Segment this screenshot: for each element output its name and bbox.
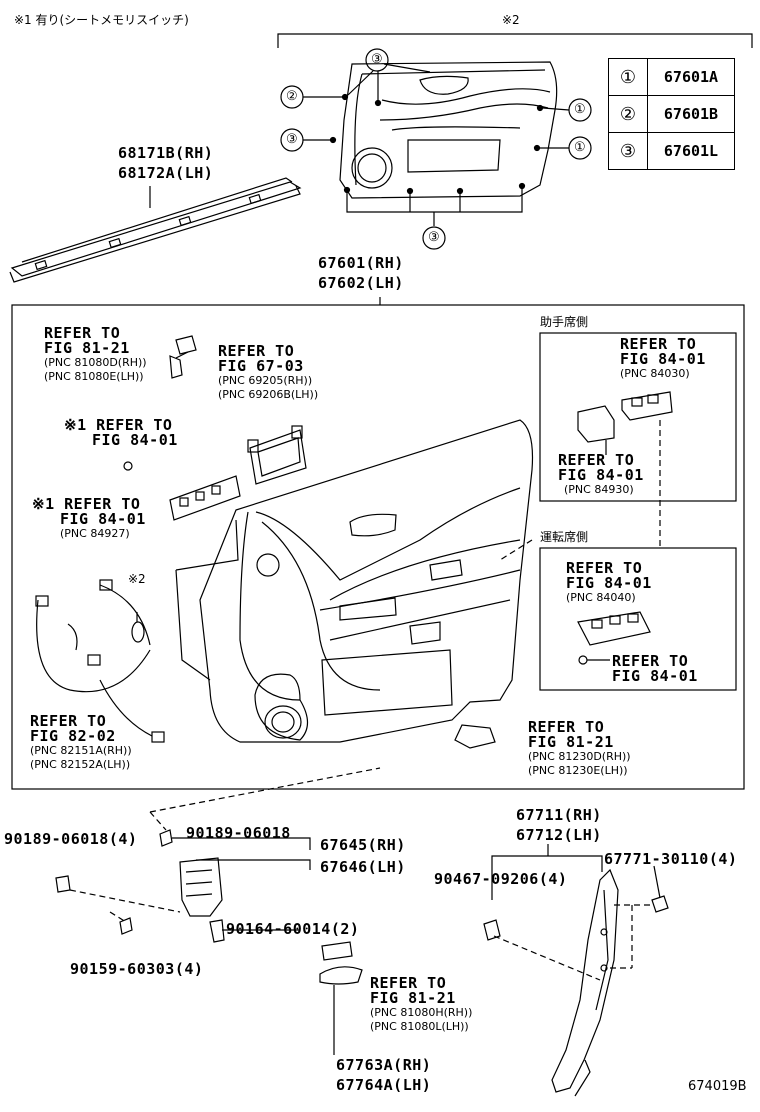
ref10-line1: REFER TO — [612, 652, 689, 670]
part-90159: 90159-60303(4) — [70, 960, 204, 978]
ref4-line1: ※1 REFER TO — [32, 495, 141, 513]
part-90467: 90467-09206(4) — [434, 870, 568, 888]
ref4-line2: FIG 84-01 — [60, 510, 146, 528]
ref3-line1: ※1 REFER TO — [64, 416, 173, 434]
callout-1-upper: ① — [574, 102, 586, 117]
legend-num: ③ — [608, 132, 648, 170]
ref2-pnc1: (PNC 69205(RH)) — [218, 374, 313, 387]
mark2-top: ※2 — [502, 13, 520, 27]
ref5-pnc2: (PNC 82152A(LH)) — [30, 758, 131, 771]
header-note: ※1 有り(シートメモリスイッチ) — [14, 13, 189, 27]
part-67712: 67712(LH) — [516, 826, 602, 844]
ref2-line1: REFER TO — [218, 342, 295, 360]
callout-2-left: ② — [286, 89, 298, 104]
part-67711: 67711(RH) — [516, 806, 602, 824]
handle-67763-drawing — [319, 941, 363, 1055]
part-67771: 67771-30110(4) — [604, 850, 738, 868]
ref1-line1: REFER TO — [44, 324, 121, 342]
ref11-line1: REFER TO — [370, 974, 447, 992]
ref11-pnc2: (PNC 81080L(LH)) — [370, 1020, 469, 1033]
legend-table: ① 67601A ② 67601B ③ 67601L — [608, 58, 735, 170]
ref8-line2: FIG 84-01 — [558, 466, 644, 484]
door-trim-small-drawing — [329, 61, 558, 199]
ref6-line2: FIG 81-21 — [528, 733, 614, 751]
ref8-pnc: (PNC 84930) — [564, 483, 634, 496]
callout-leaders-top — [280, 48, 592, 250]
driver-box — [539, 547, 737, 691]
part-67645: 67645(RH) — [320, 836, 406, 854]
ref2-pnc2: (PNC 69206B(LH)) — [218, 388, 319, 401]
left-components-drawing — [35, 335, 307, 743]
ref9-line2: FIG 84-01 — [566, 574, 652, 592]
ref1-line2: FIG 81-21 — [44, 339, 130, 357]
ref6-pnc1: (PNC 81230D(RH)) — [528, 750, 631, 763]
passenger-side-label: 助手席側 — [540, 315, 589, 329]
top-bracket — [277, 33, 753, 48]
driver-side-label: 運転席側 — [540, 530, 589, 544]
ref5-line2: FIG 82-02 — [30, 727, 116, 745]
rail-68171-drawing — [9, 177, 302, 283]
callout-3-bottom: ③ — [428, 230, 440, 245]
legend-row: ② 67601B — [608, 95, 735, 133]
ref7-pnc: (PNC 84030) — [620, 367, 690, 380]
driver-switch-drawing — [577, 611, 651, 665]
legend-part: 67601L — [647, 132, 735, 170]
ref1-pnc1: (PNC 81080D(RH)) — [44, 356, 147, 369]
callout-3-left: ③ — [286, 132, 298, 147]
mark2-mid: ※2 — [128, 572, 146, 586]
armrest-67711-drawing — [483, 868, 669, 1097]
ref6-pnc2: (PNC 81230E(LH)) — [528, 764, 628, 777]
callout-1-lower: ① — [574, 140, 586, 155]
legend-row: ③ 67601L — [608, 132, 735, 170]
ref5-pnc1: (PNC 82151A(RH)) — [30, 744, 132, 757]
part-67646: 67646(LH) — [320, 858, 406, 876]
callout-3-top: ③ — [371, 52, 383, 67]
part-90164: 90164-60014(2) — [226, 920, 360, 938]
ref1-pnc2: (PNC 81080E(LH)) — [44, 370, 144, 383]
ref9-line1: REFER TO — [566, 559, 643, 577]
figure-id: 674019B — [688, 1079, 747, 1094]
ref4-pnc: (PNC 84927) — [60, 527, 130, 540]
bracket-81230-drawing — [454, 724, 496, 749]
ref3-line2: FIG 84-01 — [92, 431, 178, 449]
ref8-line1: REFER TO — [558, 451, 635, 469]
main-frame — [11, 304, 745, 790]
bracket-67645-drawing — [55, 829, 225, 943]
ref6-line1: REFER TO — [528, 718, 605, 736]
part-67764a: 67764A(LH) — [336, 1076, 432, 1094]
part-68172a: 68172A(LH) — [118, 164, 214, 182]
ref11-pnc1: (PNC 81080H(RH)) — [370, 1006, 473, 1019]
part-67602: 67602(LH) — [318, 274, 404, 292]
part-90189-4: 90189-06018(4) — [4, 830, 138, 848]
ref5-line1: REFER TO — [30, 712, 107, 730]
ref7-line2: FIG 84-01 — [620, 350, 706, 368]
ref11-line2: FIG 81-21 — [370, 989, 456, 1007]
passenger-box — [539, 332, 737, 502]
ref2-line2: FIG 67-03 — [218, 357, 304, 375]
door-trim-main-drawing — [175, 419, 534, 743]
legend-part: 67601B — [647, 95, 735, 133]
legend-part: 67601A — [647, 58, 735, 96]
passenger-switch-drawing — [577, 391, 673, 443]
part-90189: 90189-06018 — [186, 824, 291, 842]
ref10-line2: FIG 84-01 — [612, 667, 698, 685]
ref9-pnc: (PNC 84040) — [566, 591, 636, 604]
ref7-line1: REFER TO — [620, 335, 697, 353]
legend-row: ① 67601A — [608, 58, 735, 96]
legend-num: ① — [608, 58, 648, 96]
part-67763a: 67763A(RH) — [336, 1056, 432, 1074]
part-68171b: 68171B(RH) — [118, 144, 214, 162]
legend-num: ② — [608, 95, 648, 133]
part-67601: 67601(RH) — [318, 254, 404, 272]
